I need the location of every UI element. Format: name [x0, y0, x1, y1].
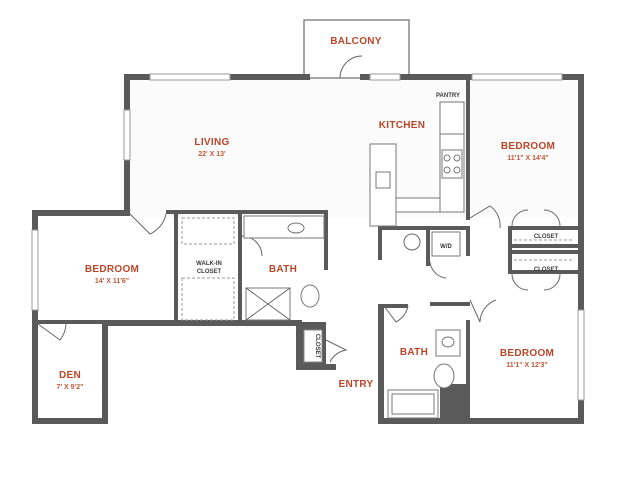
entry-label: ENTRY — [338, 379, 373, 390]
closet-vertical-label: CLOSET — [314, 334, 320, 359]
bedroom-se-dimensions: 11'1" X 12'3" — [506, 362, 548, 369]
bedroom-w-label: BEDROOM — [85, 264, 139, 275]
closet-label-1: CLOSET — [534, 234, 559, 240]
pantry-label: PANTRY — [436, 93, 460, 99]
den-dimensions: 7' X 9'2" — [57, 384, 84, 391]
wd-label: W/D — [440, 244, 452, 250]
bath-se-label: BATH — [400, 347, 428, 358]
kitchen-label: KITCHEN — [379, 120, 426, 131]
bedroom-se-label: BEDROOM — [500, 348, 554, 359]
closet-label-2: CLOSET — [534, 267, 559, 273]
walkin-label-1: WALK-IN — [196, 261, 222, 267]
balcony-label: BALCONY — [330, 36, 382, 47]
windows — [31, 73, 585, 401]
kitchen-counters — [369, 101, 465, 227]
main-bath-fixtures — [243, 215, 325, 321]
se-bath-fixtures — [387, 329, 461, 419]
den-label: DEN — [59, 370, 81, 381]
interior-walls — [38, 78, 580, 420]
doors — [37, 55, 561, 363]
living-dimensions: 22' X 13' — [198, 151, 226, 158]
living-label: LIVING — [194, 137, 229, 148]
laundry — [403, 231, 461, 257]
balcony — [303, 19, 410, 79]
closet-rods — [514, 239, 574, 261]
walkin-label-2: CLOSET — [197, 269, 222, 275]
bedroom-ne-label: BEDROOM — [501, 141, 555, 152]
bedroom-w-dimensions: 14' X 11'6" — [95, 278, 129, 285]
walkin-closet-shelves — [181, 217, 235, 321]
floor-area-upper — [128, 78, 583, 218]
bedroom-ne-dimensions: 11'1" X 14'4" — [507, 155, 549, 162]
bath-main-label: BATH — [269, 264, 297, 275]
